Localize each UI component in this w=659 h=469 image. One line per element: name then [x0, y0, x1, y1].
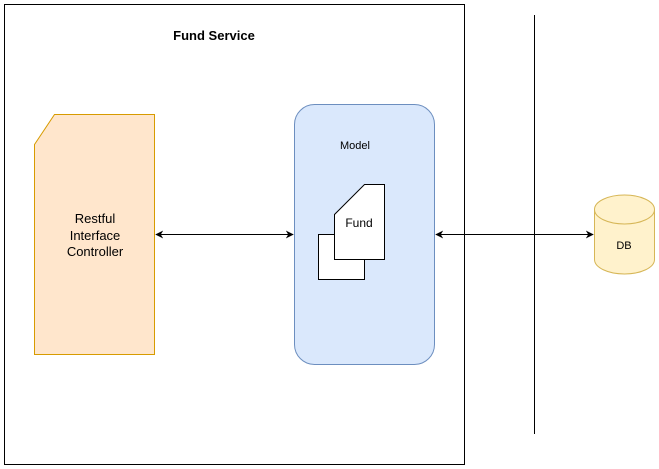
controller-label-line1: Restful	[75, 211, 116, 226]
controller-label-line2: Interface	[70, 228, 121, 243]
controller-card	[34, 114, 155, 355]
controller-label-line3: Controller	[67, 244, 124, 259]
db-label: DB	[616, 240, 631, 252]
fund-label: Fund	[345, 216, 372, 230]
db-cylinder-icon	[594, 194, 655, 275]
fund-service-title: Fund Service	[173, 28, 255, 43]
model-title: Model	[340, 140, 370, 152]
fund-card-front	[334, 184, 385, 260]
